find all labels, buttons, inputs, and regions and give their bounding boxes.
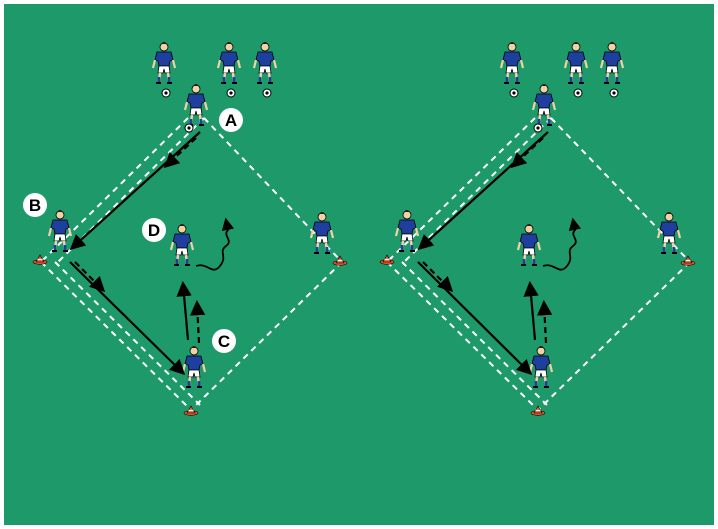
queue-player-icon — [153, 42, 175, 83]
queue-player-icon — [601, 42, 623, 83]
ball-icon — [574, 89, 582, 97]
cone-icon — [184, 406, 198, 415]
drill-right — [380, 42, 695, 415]
queue-player-icon — [501, 42, 523, 83]
label-b: B — [23, 193, 47, 217]
queue-player-icon — [565, 42, 587, 83]
svg-text:C: C — [218, 332, 230, 351]
queue-player-icon — [254, 42, 276, 83]
ball-icon — [185, 124, 193, 132]
cone-icon — [333, 256, 347, 265]
label-d: D — [142, 218, 166, 242]
pass-arrows-right — [418, 132, 576, 373]
svg-text:A: A — [225, 111, 237, 130]
player-icon — [396, 210, 418, 251]
cone-icon — [33, 255, 47, 264]
label-a: A — [219, 108, 243, 132]
player-icon — [530, 346, 552, 387]
cone-icon — [681, 256, 695, 265]
ball-icon — [610, 89, 618, 97]
drill-left: A B C D — [23, 42, 347, 415]
ball-icon — [263, 89, 271, 97]
ball-icon — [227, 89, 235, 97]
player-b-icon — [49, 210, 71, 251]
player-icon — [518, 224, 540, 265]
label-c: C — [212, 329, 236, 353]
queue-player-icon — [218, 42, 240, 83]
cone-icon — [531, 406, 545, 415]
svg-text:D: D — [148, 221, 160, 240]
pass-arrows-left — [70, 132, 229, 373]
ball-icon — [534, 124, 542, 132]
player-c-icon — [183, 346, 205, 387]
player-d-icon — [171, 224, 193, 265]
ball-icon — [510, 89, 518, 97]
svg-text:B: B — [29, 196, 41, 215]
ball-icon — [162, 89, 170, 97]
